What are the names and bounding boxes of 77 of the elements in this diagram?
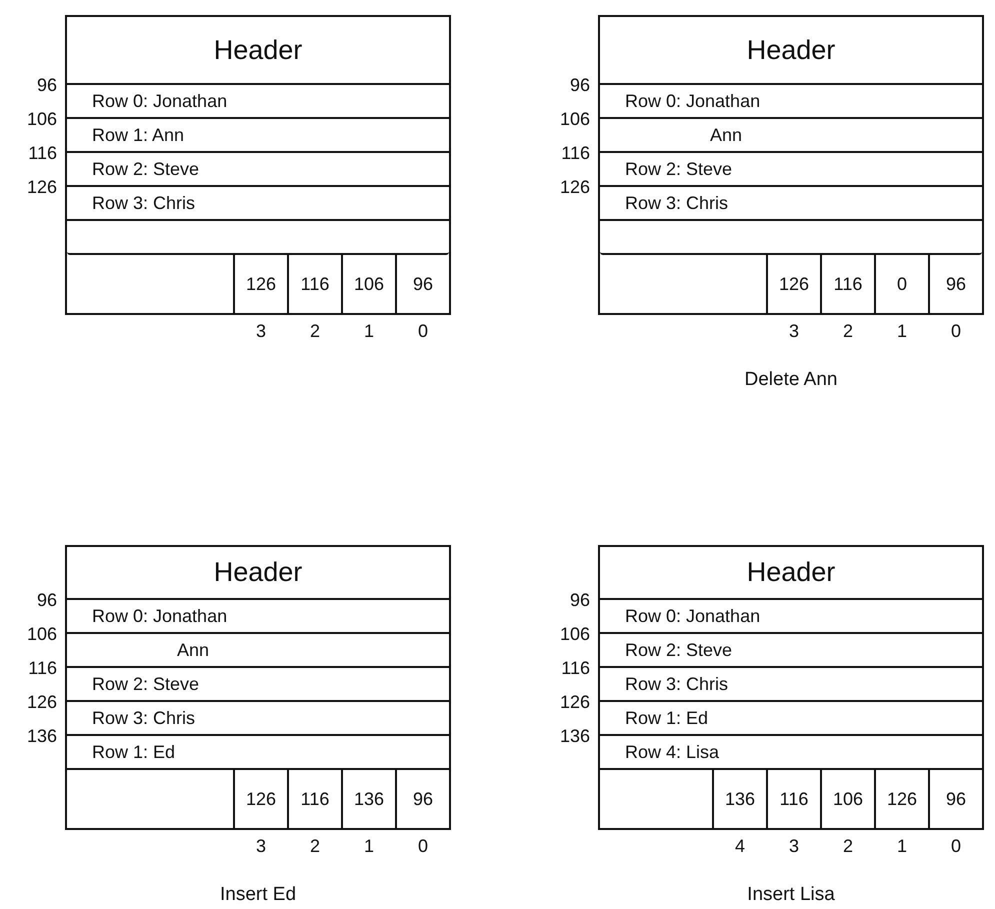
row-text: Row 0: Jonathan [92, 606, 228, 626]
slot-offset: 96 [412, 274, 434, 294]
slot-index: 1 [896, 321, 907, 342]
row-text: Row 0: Jonathan [625, 90, 760, 112]
slot-offset: 126 [778, 274, 810, 294]
slot-index: 2 [842, 836, 853, 857]
slot-index: 0 [950, 321, 961, 342]
row-text: Row 4: Lisa [625, 742, 720, 762]
offset-label: 96 [36, 75, 57, 96]
row-text: Row 3: Chris [625, 192, 728, 214]
row-text: Row 1: Ed [92, 742, 176, 762]
slot-index: 0 [950, 836, 961, 857]
offset-label: 106 [26, 624, 57, 645]
slot-index: 1 [364, 836, 374, 857]
slot-index: 1 [896, 836, 907, 857]
slot-offset: 106 [354, 274, 384, 294]
row-text: Row 0: Jonathan [625, 606, 760, 626]
slot-offset: 136 [354, 788, 384, 810]
slot-offset: 96 [946, 788, 966, 810]
row-text: Row 3: Chris [625, 674, 728, 694]
slot-offset: 126 [246, 788, 276, 810]
slot-offset: 126 [246, 274, 276, 294]
offset-label: 106 [26, 109, 57, 130]
slot-offset: 116 [780, 788, 808, 810]
offset-label: 126 [560, 692, 590, 713]
row-text: Ann [710, 124, 742, 146]
offset-label: 96 [36, 590, 57, 611]
slot-index: 3 [256, 836, 266, 857]
slot-index: 2 [842, 321, 853, 342]
row-text: Row 2: Steve [625, 158, 732, 180]
slot-index: 0 [418, 321, 428, 342]
page-header: Header [600, 547, 982, 600]
slot-offset: 96 [412, 788, 434, 810]
slot-index: 0 [418, 836, 428, 857]
slot-offset: 116 [300, 788, 330, 810]
offset-label: 116 [561, 658, 590, 679]
offset-label: 106 [560, 624, 590, 645]
slot-index: 2 [310, 321, 320, 342]
row-text: Row 3: Chris [92, 192, 196, 214]
offset-label: 116 [28, 658, 57, 679]
row-text: Row 2: Steve [92, 674, 200, 694]
row-text: Row 3: Chris [92, 708, 196, 728]
slot-index: 4 [734, 836, 745, 857]
row-text: Ann [177, 640, 210, 660]
slot-index: 3 [256, 321, 266, 342]
slot-offset: 0 [896, 274, 907, 294]
offset-label: 96 [570, 75, 590, 96]
offset-label: 116 [561, 143, 590, 164]
slot-offset: 106 [832, 788, 864, 810]
row-text: Row 2: Steve [625, 640, 732, 660]
row-text: Row 2: Steve [92, 158, 200, 180]
row-text: Row 1: Ed [625, 708, 708, 728]
offset-label: 126 [26, 177, 57, 198]
slot-index: 3 [788, 836, 799, 857]
slot-offset: 116 [834, 274, 862, 294]
page-header: Header [600, 17, 982, 85]
page-header: Header [67, 547, 449, 600]
slot-offset: 136 [724, 788, 756, 810]
slot-index: 2 [310, 836, 320, 857]
row-text: Row 1: Ann [92, 124, 184, 146]
slot-index: 3 [788, 321, 799, 342]
slot-offset: 116 [300, 274, 330, 294]
row-text: Row 0: Jonathan [92, 90, 228, 112]
slot-offset: 126 [886, 788, 918, 810]
offset-label: 136 [26, 726, 57, 747]
offset-label: 126 [560, 177, 590, 198]
offset-label: 116 [28, 143, 57, 164]
page-header: Header [67, 17, 449, 85]
offset-label: 106 [560, 109, 590, 130]
offset-label: 136 [560, 726, 590, 747]
node-label: Insert Ed [220, 884, 296, 906]
node-label: Insert Lisa [747, 884, 835, 906]
slot-index: 1 [364, 321, 374, 342]
offset-label: 96 [570, 590, 590, 611]
node-label: Delete Ann [744, 369, 838, 391]
slot-offset: 96 [946, 274, 966, 294]
offset-label: 126 [26, 692, 57, 713]
